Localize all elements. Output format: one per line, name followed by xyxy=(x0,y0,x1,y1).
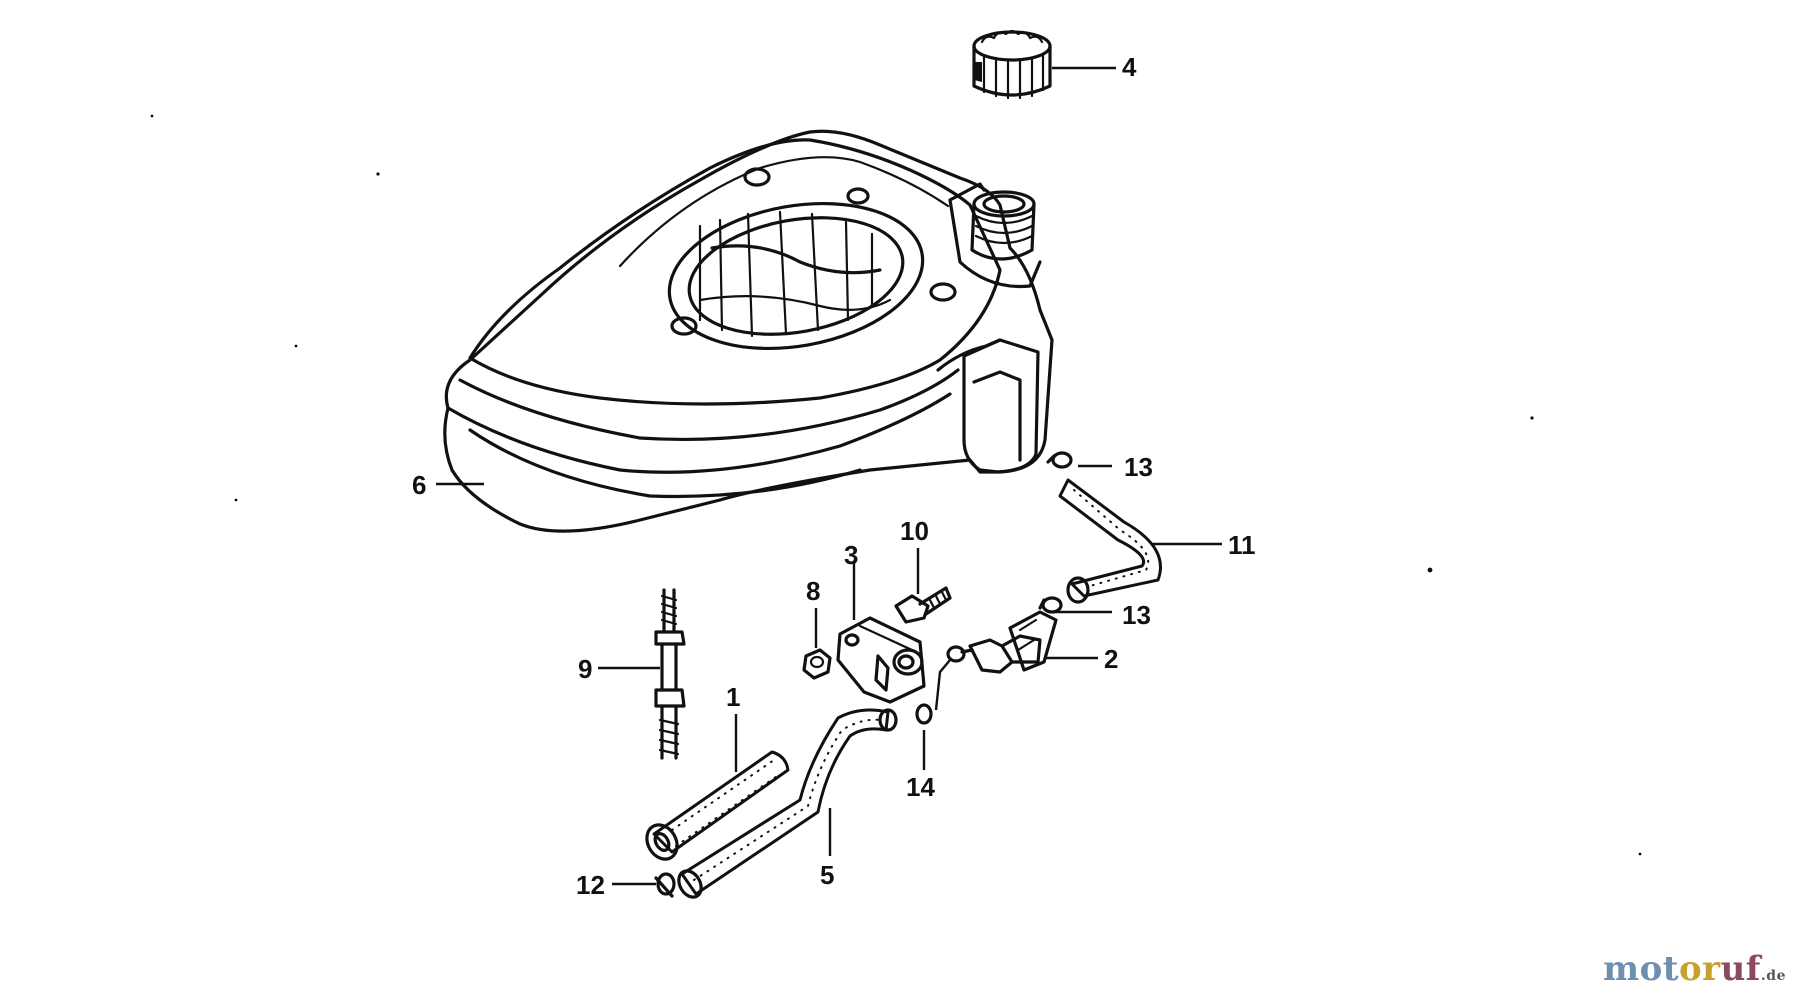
hose-clip-part-small xyxy=(654,872,676,898)
callout-2: 2 xyxy=(1104,644,1118,674)
callout-13-lower: 13 xyxy=(1122,600,1151,630)
washer-part xyxy=(915,659,951,725)
motoruf-watermark-logo: motoruf.de xyxy=(1603,949,1786,989)
stud-bolt-part xyxy=(654,588,686,760)
callout-3: 3 xyxy=(844,540,858,570)
callout-13-upper: 13 xyxy=(1124,452,1153,482)
callout-4: 4 xyxy=(1122,52,1137,82)
fuel-valve-part xyxy=(946,610,1058,674)
callout-8: 8 xyxy=(806,576,820,606)
fuel-tank-shroud-part xyxy=(443,129,1054,533)
hose-clip-part-upper xyxy=(1046,451,1073,469)
bolt-part xyxy=(894,586,952,624)
leader-lines xyxy=(436,66,1222,886)
callout-10: 10 xyxy=(900,516,929,546)
callout-9: 9 xyxy=(578,654,592,684)
scan-specks xyxy=(150,114,1642,856)
mounting-bracket-part xyxy=(836,616,926,704)
watermark-part-2: or xyxy=(1678,949,1721,989)
callout-6: 6 xyxy=(412,470,426,500)
callout-12: 12 xyxy=(576,870,605,900)
callout-14: 14 xyxy=(906,772,935,802)
fuel-hose-part-upper xyxy=(1058,478,1162,604)
hose-clip-part-lower xyxy=(1038,596,1063,614)
callout-11: 11 xyxy=(1228,530,1256,560)
nut-part xyxy=(802,648,832,680)
fuel-cap-part xyxy=(972,29,1052,100)
watermark-part-3: uf xyxy=(1720,949,1761,989)
bent-fuel-hose-part xyxy=(677,708,898,899)
callout-5: 5 xyxy=(820,860,834,890)
callout-1: 1 xyxy=(726,682,740,712)
straight-hose-part xyxy=(645,750,790,861)
watermark-part-1: mot xyxy=(1603,949,1679,989)
watermark-tld: .de xyxy=(1760,968,1786,984)
